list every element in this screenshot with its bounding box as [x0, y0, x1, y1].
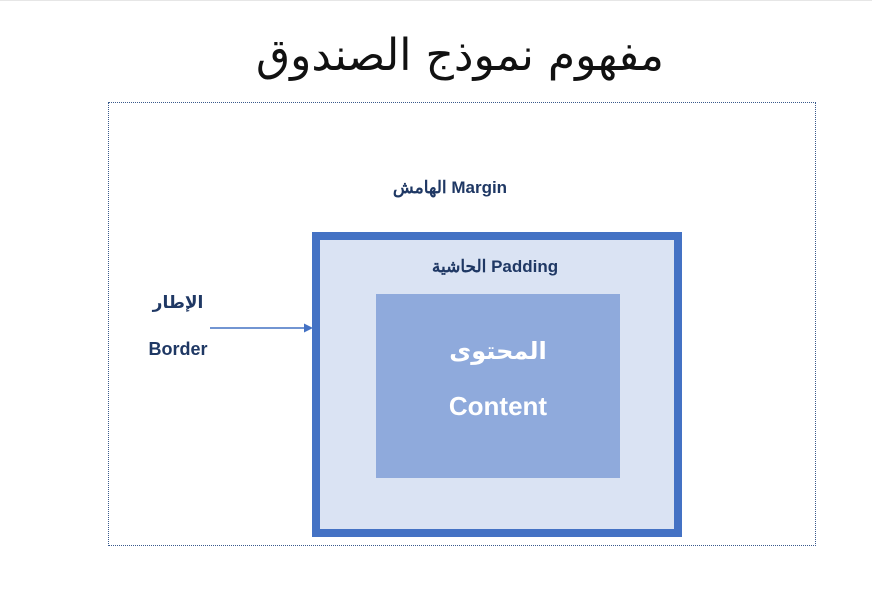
border-label-arabic: الإطار: [152, 293, 204, 313]
margin-label: الهامش Margin: [392, 178, 508, 197]
border-box: [312, 232, 682, 537]
margin-area: [108, 102, 816, 546]
padding-label: الحاشية Padding: [431, 257, 559, 276]
top-divider: [0, 0, 872, 1]
content-label-arabic: المحتوى: [449, 337, 547, 365]
border-arrow-icon: [210, 323, 313, 333]
page-title: مفهوم نموذج الصندوق: [255, 30, 664, 81]
border-label-english: Border: [148, 339, 208, 359]
content-box: [376, 294, 620, 478]
content-label-english: Content: [448, 391, 548, 421]
